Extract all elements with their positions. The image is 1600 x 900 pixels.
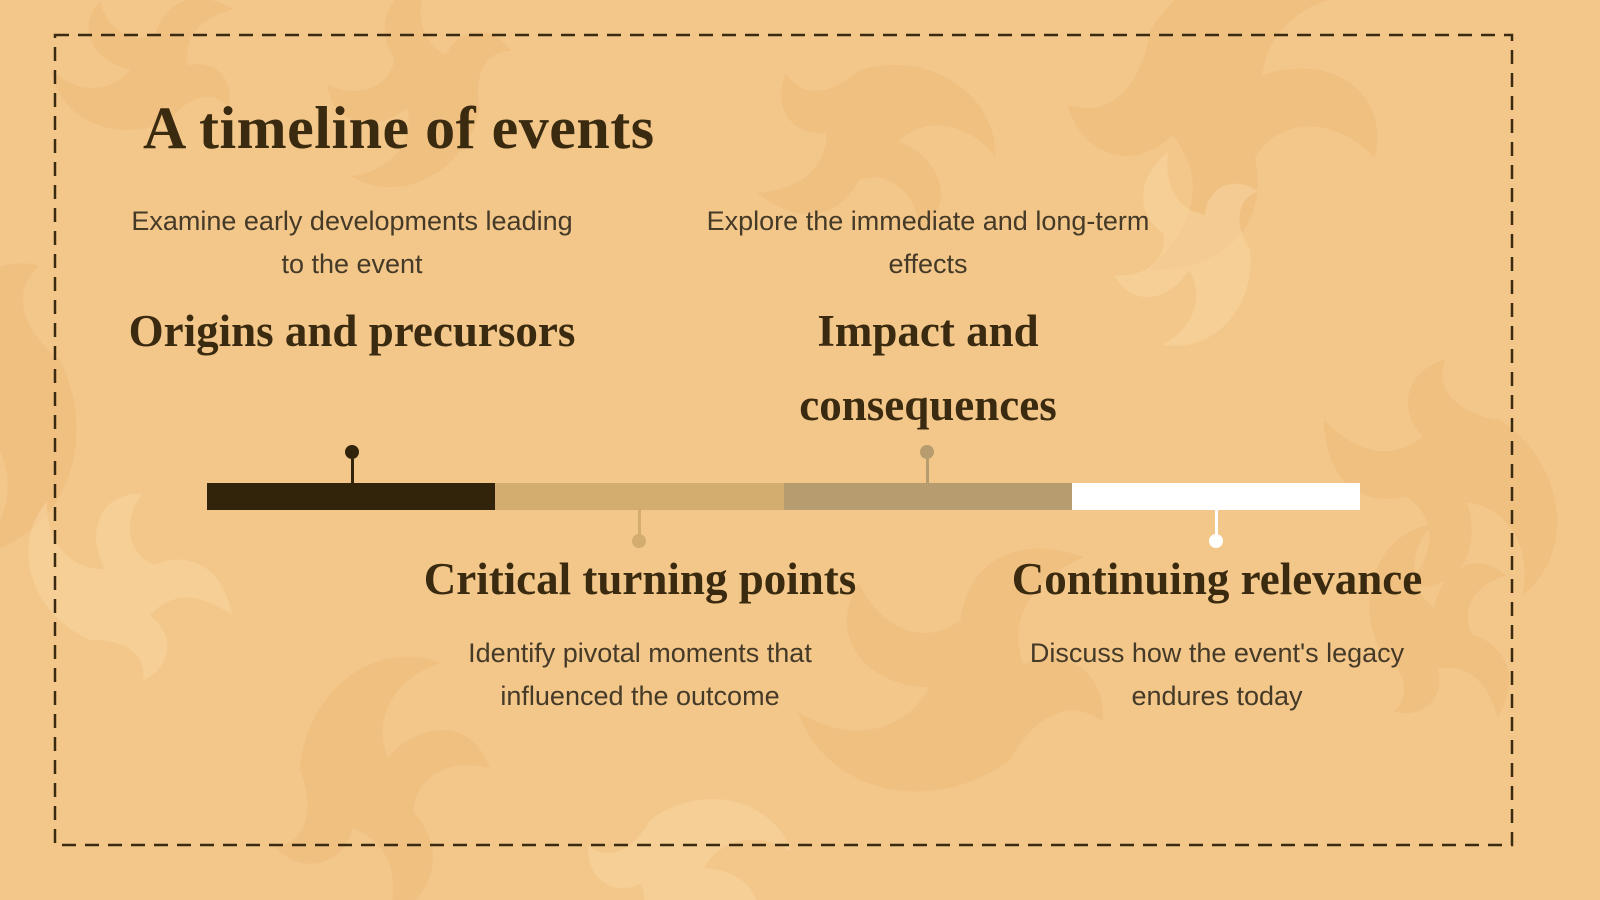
timeline-item-description: Identify pivotal moments that influenced…	[468, 638, 812, 711]
pin-stem	[925, 459, 929, 483]
timeline-item-heading: Origins and precursors	[128, 306, 576, 356]
timeline-pin-turning-points	[632, 510, 646, 548]
timeline-segment-turning-points	[495, 483, 784, 510]
timeline-item-turning-points: Critical turning points Identify pivotal…	[405, 542, 875, 718]
timeline-bar	[207, 483, 1360, 510]
pin-stem	[637, 510, 641, 534]
slide-title: A timeline of events	[143, 95, 655, 161]
timeline-item-origins: Examine early developments leading to th…	[117, 200, 587, 368]
timeline-item-heading: Critical turning points	[423, 554, 857, 604]
timeline-pin-origins	[345, 445, 359, 483]
pin-circle-icon	[345, 445, 359, 459]
timeline-segment-impact	[783, 483, 1072, 510]
pin-circle-icon	[920, 445, 934, 459]
dashed-border	[53, 33, 1514, 847]
timeline-segment-origins	[207, 483, 496, 510]
timeline-item-description: Examine early developments leading to th…	[131, 206, 573, 279]
timeline-item-description: Explore the immediate and long-term effe…	[706, 206, 1150, 279]
timeline-pin-relevance	[1209, 510, 1223, 548]
timeline-item-heading: Impact and consequences	[799, 306, 1057, 430]
pin-stem	[1214, 510, 1218, 534]
pin-stem	[350, 459, 354, 483]
timeline-segment-relevance	[1071, 483, 1360, 510]
pin-circle-icon	[632, 534, 646, 548]
timeline-item-description: Discuss how the event's legacy endures t…	[1029, 638, 1405, 711]
timeline-item-heading: Continuing relevance	[1011, 554, 1423, 604]
timeline-item-impact: Explore the immediate and long-term effe…	[693, 200, 1163, 442]
pin-circle-icon	[1209, 534, 1223, 548]
timeline-pin-impact	[920, 445, 934, 483]
timeline-item-relevance: Continuing relevance Discuss how the eve…	[982, 542, 1452, 718]
